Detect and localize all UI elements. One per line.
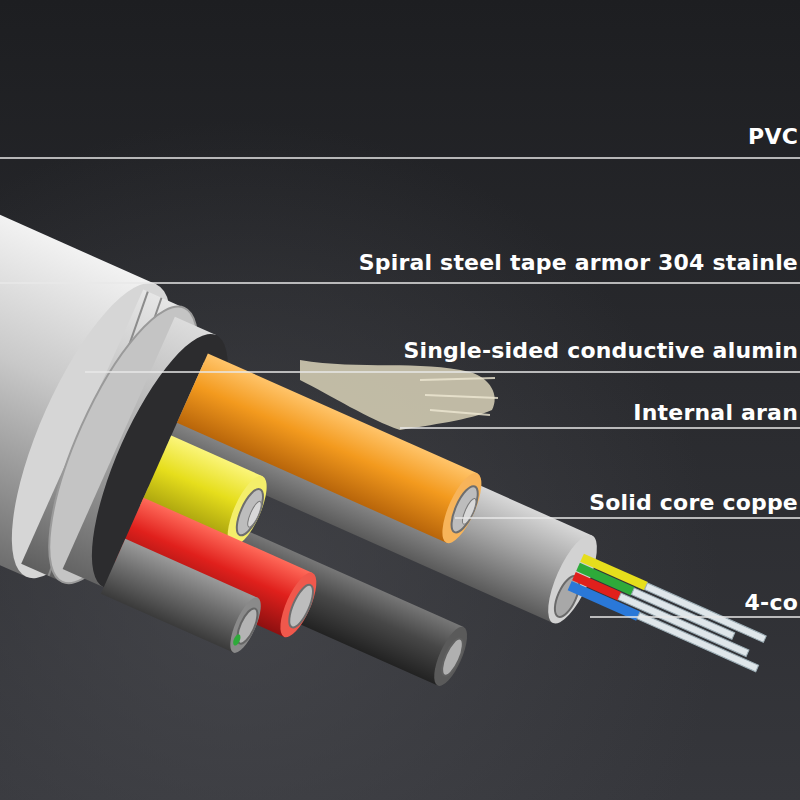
callout-label: Single-sided conductive alumin: [403, 338, 798, 364]
callout-label: Solid core coppe: [589, 490, 798, 516]
callout-label: Internal aran: [633, 400, 798, 426]
callout-label: PVC: [748, 124, 798, 150]
callout-label: 4-co: [745, 590, 798, 616]
callout-label: Spiral steel tape armor 304 stainle: [359, 250, 798, 276]
